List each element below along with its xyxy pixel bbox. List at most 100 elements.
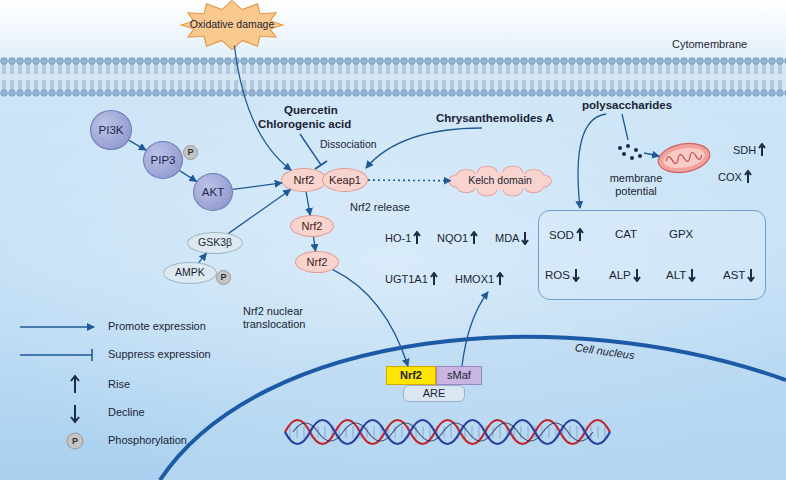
stimulus-star: Oxidative damage xyxy=(180,0,284,50)
dot xyxy=(638,154,642,158)
kinase-circle: PI3K xyxy=(90,110,132,150)
kinase-ellipse: AMPK xyxy=(163,262,217,284)
compound-label: polysaccharides xyxy=(582,99,672,112)
node-text-holder: CAT xyxy=(615,228,637,241)
marker-label: MDA xyxy=(495,232,519,245)
promote-connector xyxy=(306,192,310,215)
nuclear-envelope xyxy=(160,337,786,480)
node-text: ARE xyxy=(423,387,446,399)
gene-label: HO-1 xyxy=(385,232,411,245)
dot xyxy=(618,146,622,150)
dna-strand xyxy=(285,420,610,444)
arrow-glyph xyxy=(573,269,579,281)
legend-text: Promote expression xyxy=(108,320,206,332)
promote-connector xyxy=(129,140,146,150)
decline-arrow xyxy=(688,268,696,282)
star-shape xyxy=(181,1,283,50)
arrow-glyph xyxy=(759,144,765,156)
label-holder: polysaccharides xyxy=(582,99,672,112)
node-text: Nrf2 xyxy=(294,174,315,186)
rise-arrow xyxy=(430,272,438,286)
node-text: ALT xyxy=(666,269,686,282)
label-holder: COX xyxy=(718,170,752,184)
inhibit-line xyxy=(300,134,321,165)
mitochondrion-outer xyxy=(656,140,712,177)
cloud-core xyxy=(457,172,542,190)
enzyme-label: COX xyxy=(718,171,742,184)
node-text: Oxidative damage xyxy=(190,19,275,31)
node-text: Keap1 xyxy=(329,174,361,186)
promote-connector xyxy=(180,171,197,182)
node-text: Nrf2 xyxy=(302,220,323,232)
arrow-glyph xyxy=(414,232,420,244)
node-text: AMPK xyxy=(175,267,205,279)
label-holder: UGT1A1 xyxy=(385,272,438,286)
rise-arrow xyxy=(496,272,504,286)
compartment-label: Cytomembrane xyxy=(672,38,747,51)
process-label: membrane potential xyxy=(605,172,667,197)
node-text: Nrf2 xyxy=(307,256,328,268)
label-holder: Nrf2 nuclear translocation xyxy=(243,305,323,330)
protein-ellipse: Keap1 xyxy=(322,168,368,192)
node-text: ROS xyxy=(545,269,570,282)
gene-label: NQO1 xyxy=(437,232,468,245)
process-label: Nrf2 release xyxy=(350,201,410,214)
dna-strand xyxy=(293,423,593,441)
factor-box: Nrf2 xyxy=(386,366,436,385)
rise-arrow xyxy=(413,231,421,245)
cytoplasm xyxy=(0,57,786,480)
label-holder: Cell nucleus xyxy=(574,341,635,362)
decline-arrow xyxy=(572,268,580,282)
protein-ellipse: Nrf2 xyxy=(295,251,339,273)
node-text: GSK3β xyxy=(198,237,232,249)
legend-text: Phosphorylation xyxy=(108,434,187,446)
promote-arrow xyxy=(462,292,488,366)
label-holder: Chlorogenic acid xyxy=(258,118,351,131)
extracellular-space xyxy=(0,0,786,57)
node-text: P xyxy=(220,273,226,283)
node-text: P xyxy=(187,148,193,158)
arrow-glyph xyxy=(689,269,695,281)
dot xyxy=(630,156,634,160)
decline-arrow xyxy=(633,268,641,282)
rise-arrow xyxy=(758,143,766,157)
marker-box: SODCATGPXROSALPALTAST xyxy=(538,210,766,300)
label-holder: SDH xyxy=(733,143,766,157)
legend-text: Rise xyxy=(108,378,130,390)
node-text-holder: AST xyxy=(723,268,755,282)
label-holder: Nrf2 release xyxy=(350,201,410,214)
dot xyxy=(626,144,630,148)
node-text: PI3K xyxy=(99,124,124,137)
label-holder: Cytomembrane xyxy=(672,38,747,51)
legend-phospho-letter: P xyxy=(72,436,78,446)
leader-line xyxy=(622,114,628,140)
rise-arrow xyxy=(470,231,478,245)
promote-connector xyxy=(229,190,291,234)
node-text: PIP3 xyxy=(151,154,176,167)
promote-arrow xyxy=(644,153,659,156)
node-text: CAT xyxy=(615,228,637,241)
rise-arrow xyxy=(576,228,584,242)
arrow-glyph xyxy=(634,269,640,281)
node-text: GPX xyxy=(669,228,693,241)
kinase-circle: PIP3 xyxy=(143,141,183,179)
node-text: Nrf2 xyxy=(400,369,422,381)
arrow-glyph xyxy=(745,171,751,183)
promote-connector xyxy=(234,46,291,171)
promote-connector xyxy=(199,254,207,263)
process-label: Dissociation xyxy=(320,138,377,150)
dna-strand xyxy=(285,420,610,444)
compound-label: Quercetin xyxy=(284,104,338,117)
protein-ellipse: Nrf2 xyxy=(281,168,327,192)
kinase-circle: AKT xyxy=(193,173,233,211)
protein-ellipse: Nrf2 xyxy=(290,215,334,237)
cell-membrane xyxy=(0,57,786,97)
label-holder: Quercetin xyxy=(284,104,338,117)
nucleus-area xyxy=(160,337,786,480)
label-holder: Dissociation xyxy=(320,138,377,150)
gene-label: HMOX1 xyxy=(455,273,494,286)
cloud-core xyxy=(457,172,542,190)
process-label: Nrf2 nuclear translocation xyxy=(243,305,323,330)
kinase-ellipse: GSK3β xyxy=(187,232,243,254)
